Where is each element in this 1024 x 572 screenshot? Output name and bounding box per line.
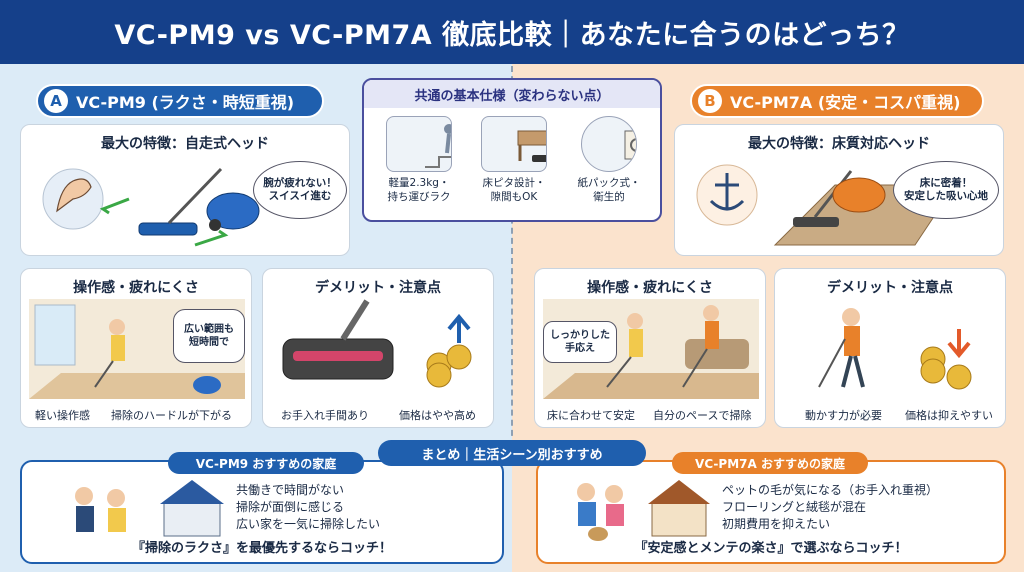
- model-a-ops-caption-1: 軽い操作感: [35, 409, 90, 422]
- model-b-ops-bubble: しっかりした 手応え: [543, 321, 617, 363]
- under-bed-icon: [481, 116, 547, 172]
- model-b-recommendation-list: ペットの毛が気になる（お手入れ重視） フローリングと絨毯が混在 初期費用を抑えた…: [722, 482, 938, 533]
- model-b-cons-caption-1: 動かす力が必要: [805, 409, 882, 422]
- model-a-rec-line-3: 広い家を一気に掃除したい: [236, 517, 381, 531]
- model-a-cons-caption-2: 価格はやや高め: [399, 409, 476, 422]
- common-item-bag: 紙パック式・ 衛生的: [564, 116, 654, 204]
- model-a-cons-caption-1: お手入れ手間あり: [281, 409, 369, 422]
- model-b-rec-line-1: ペットの毛が気になる（お手入れ重視）: [722, 483, 939, 497]
- family-with-pets-illustration: [577, 480, 710, 541]
- common-item-floor: 床ピタ設計・ 隙間もOK: [469, 116, 559, 204]
- model-b-recommendation-footer: 『安定感とメンテの楽さ』で選ぶならコッチ！: [634, 541, 908, 556]
- title-bar: VC-PM9 vs VC-PM7A 徹底比較｜あなたに合うのはどっち？: [0, 0, 1024, 64]
- model-b-cons-card: デメリット・注意点 動かす力が必要 価格は抑えやすい: [774, 268, 1006, 428]
- model-b-ops-caption-1: 床に合わせて安定: [547, 409, 635, 422]
- floor-head-illustration: [696, 164, 956, 246]
- model-b-cons-title: デメリット・注意点: [827, 280, 953, 296]
- working-couple-illustration: [75, 480, 224, 537]
- summary-banner: まとめ｜生活シーン別おすすめ: [378, 440, 646, 466]
- model-a-ops-bubble: 広い範囲も 短時間で: [173, 309, 245, 363]
- model-a-label-pill: A VC-PM9 (ラクさ・時短重視): [36, 84, 324, 118]
- model-a-cons-card: デメリット・注意点 お手入れ手間あり 価格はやや高め: [262, 268, 494, 428]
- model-a-feature-bubble: 腕が疲れない！ スイスイ進む: [253, 161, 347, 219]
- model-a-label: VC-PM9 (ラクさ・時短重視): [76, 93, 295, 112]
- model-b-cons-caption-2: 価格は抑えやすい: [905, 409, 993, 422]
- model-a-ops-caption-2: 掃除のハードルが下がる: [111, 409, 232, 422]
- model-b-cons-illustration: [818, 308, 972, 390]
- common-item-weight: 軽量2.3kg・ 持ち運びラク: [374, 116, 464, 204]
- model-a-recommendation-list: 共働きで時間がない 掃除が面倒に感じる 広い家を一気に掃除したい: [236, 482, 380, 533]
- model-a-ops-card: 操作感・疲れにくさ 広い範囲も 短時間で 軽い操作感 掃除のハードルが下がる: [20, 268, 252, 428]
- model-b-rec-line-3: 初期費用を抑えたい: [722, 517, 831, 531]
- model-a-cons-illustration: [282, 299, 472, 388]
- common-item-bag-text: 紙パック式・ 衛生的: [577, 177, 641, 203]
- center-divider: [511, 66, 513, 446]
- model-b-recommendation-tag: VC-PM7A おすすめの家庭: [672, 452, 868, 474]
- model-a-feature-card: 最大の特徴：自走式ヘッド 腕が疲れない！ スイスイ進む: [20, 124, 350, 256]
- common-item-weight-text: 軽量2.3kg・ 持ち運びラク: [387, 177, 451, 203]
- common-specs-card: 共通の基本仕様（変わらない点） 軽量2.3kg・ 持ち運びラク 床ピタ設計・ 隙…: [362, 78, 662, 222]
- model-a-recommendation-footer: 『掃除のラクさ』を最優先するならコッチ！: [131, 541, 392, 556]
- model-b-badge: B: [698, 89, 722, 113]
- model-b-ops-caption-2: 自分のペースで掃除: [653, 409, 752, 422]
- model-b-label: VC-PM7A (安定・コスパ重視): [730, 93, 961, 112]
- common-specs-title: 共通の基本仕様（変わらない点）: [364, 80, 660, 108]
- model-b-rec-line-2: フローリングと絨毯が混在: [722, 500, 867, 514]
- model-a-recommendation-card: VC-PM9 おすすめの家庭 共働きで時間がない 掃除が面倒に感じる 広い家を一…: [20, 452, 504, 564]
- stairs-carry-icon: [386, 116, 452, 172]
- model-b-recommendation-card: VC-PM7A おすすめの家庭 ペットの毛が気になる（お手入れ重視） フローリン…: [536, 452, 1006, 564]
- model-a-rec-line-1: 共働きで時間がない: [236, 483, 345, 497]
- model-a-badge: A: [44, 89, 68, 113]
- model-b-ops-card: 操作感・疲れにくさ しっかりした 手応え 床に合わせて安定 自分のペースで掃除: [534, 268, 766, 428]
- model-a-feature-title: 最大の特徴：自走式ヘッド: [101, 136, 269, 152]
- model-b-feature-card: 最大の特徴：床質対応ヘッド 床に密着！ 安定した吸い心地: [674, 124, 1004, 256]
- page-title: VC-PM9 vs VC-PM7A 徹底比較｜あなたに合うのはどっち？: [114, 19, 910, 51]
- model-b-ops-title: 操作感・疲れにくさ: [587, 280, 713, 296]
- model-b-feature-title: 最大の特徴：床質対応ヘッド: [748, 136, 930, 152]
- model-a-cons-title: デメリット・注意点: [315, 280, 441, 296]
- model-a-ops-title: 操作感・疲れにくさ: [73, 280, 199, 296]
- model-b-feature-bubble: 床に密着！ 安定した吸い心地: [893, 161, 999, 219]
- model-b-label-pill: B VC-PM7A (安定・コスパ重視): [690, 84, 984, 118]
- common-item-floor-text: 床ピタ設計・ 隙間もOK: [482, 177, 546, 203]
- self-propelled-head-illustration: [42, 167, 260, 247]
- paper-bag-icon: [581, 116, 637, 172]
- model-a-rec-line-2: 掃除が面倒に感じる: [236, 500, 345, 514]
- model-a-recommendation-tag: VC-PM9 おすすめの家庭: [168, 452, 364, 474]
